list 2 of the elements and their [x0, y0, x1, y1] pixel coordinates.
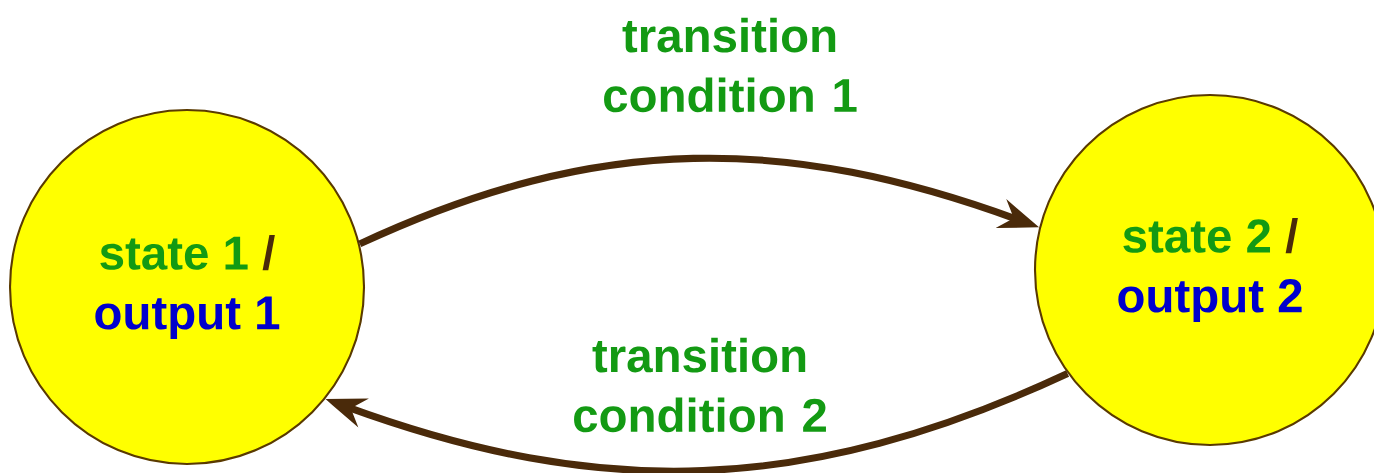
edge-label: transition condition 2: [574, 337, 826, 433]
edge-label: transition condition 1: [604, 17, 857, 113]
